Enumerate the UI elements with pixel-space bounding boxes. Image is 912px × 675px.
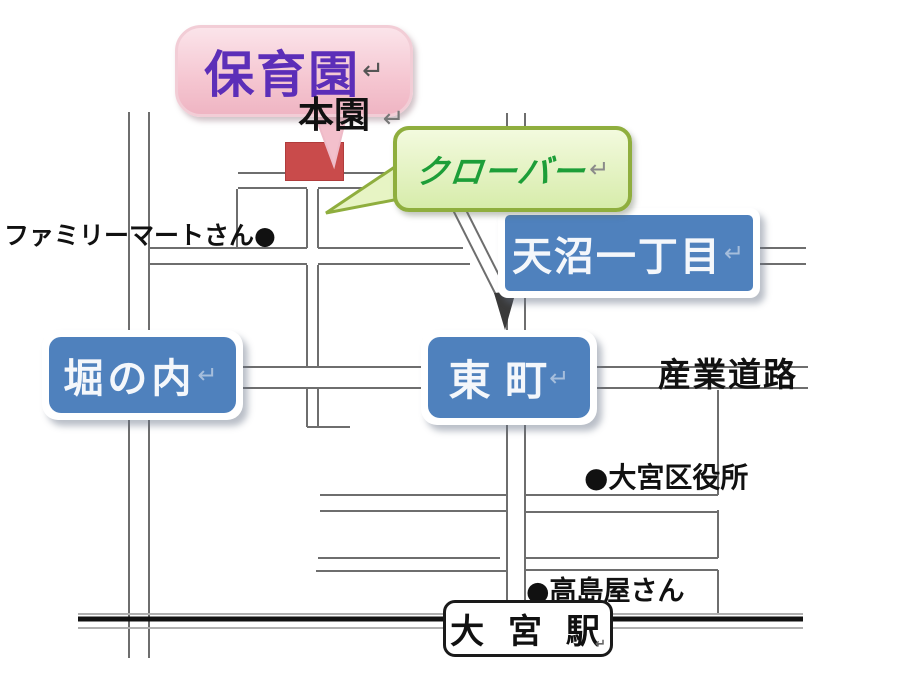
area-label-horinouchi-text: 堀の内 xyxy=(63,356,196,402)
poi-familymart-label: ファミリーマートさん● xyxy=(4,221,276,250)
return-mark: ↵ xyxy=(589,155,610,183)
return-mark: ↵ xyxy=(197,361,222,389)
area-label-amanuma: 天沼一丁目 ↵ xyxy=(498,208,760,298)
clover-callout-text: クローバー xyxy=(413,152,588,191)
return-mark: ↵ xyxy=(595,637,606,652)
railway xyxy=(78,613,803,629)
poi-ward-office-label: ●大宮区役所 xyxy=(584,461,749,494)
direction-arrowhead xyxy=(494,291,516,330)
clover-callout-bubble: クローバー ↵ xyxy=(393,126,632,212)
station-omiya-text: 大 宮 駅 xyxy=(450,612,606,652)
area-label-amanuma-plate: 天沼一丁目 ↵ xyxy=(505,215,753,291)
sangyo-road-label: 産業道路 xyxy=(658,355,798,394)
return-mark: ↵ xyxy=(382,104,405,134)
road-segment-diagonal xyxy=(451,207,499,300)
area-label-higashicho: 東 町 ↵ xyxy=(421,330,597,425)
nursery-callout-text: 保育園 xyxy=(204,46,361,104)
area-label-higashicho-plate: 東 町 ↵ xyxy=(428,337,590,418)
station-omiya-label: 大 宮 駅 ↵ xyxy=(443,600,613,657)
area-label-horinouchi-plate: 堀の内 ↵ xyxy=(49,337,236,413)
return-mark: ↵ xyxy=(723,239,747,267)
area-label-higashicho-text: 東 町 xyxy=(448,356,548,405)
area-label-amanuma-text: 天沼一丁目 xyxy=(511,234,722,280)
return-mark: ↵ xyxy=(362,56,384,86)
area-label-horinouchi: 堀の内 ↵ xyxy=(42,330,243,420)
main-branch-label: 本園 ↵ xyxy=(298,86,404,138)
nursery-callout-bubble: 保育園 ↵ xyxy=(175,25,413,117)
main-branch-text: 本園 xyxy=(298,95,371,136)
return-mark: ↵ xyxy=(549,363,570,392)
